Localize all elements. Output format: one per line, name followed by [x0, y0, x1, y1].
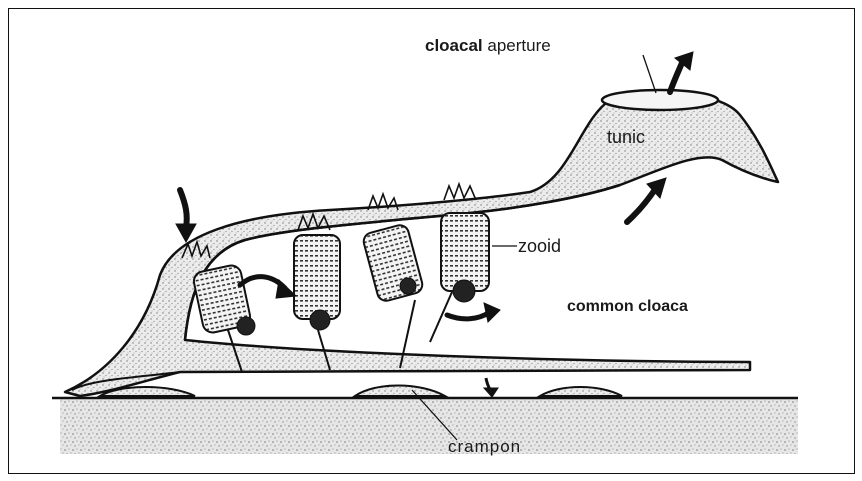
zooid-2: [294, 235, 340, 330]
zooid-1: [192, 264, 255, 335]
cloacal-aperture-label-rest: aperture: [483, 36, 551, 55]
zooid-label: zooid: [518, 236, 561, 257]
substrate: [52, 398, 798, 454]
tunic-label: tunic: [607, 127, 645, 148]
crampon-label: crampon: [448, 437, 521, 457]
crampons: [100, 386, 622, 397]
common-cloaca-label: common cloaca: [567, 298, 688, 316]
zooid-4: [441, 213, 489, 302]
tunic-body: [65, 90, 778, 396]
zooid-3: [362, 223, 425, 303]
cloacal-aperture-label: cloacal aperture: [425, 36, 551, 56]
cloacal-aperture-label-bold: cloacal: [425, 36, 483, 55]
